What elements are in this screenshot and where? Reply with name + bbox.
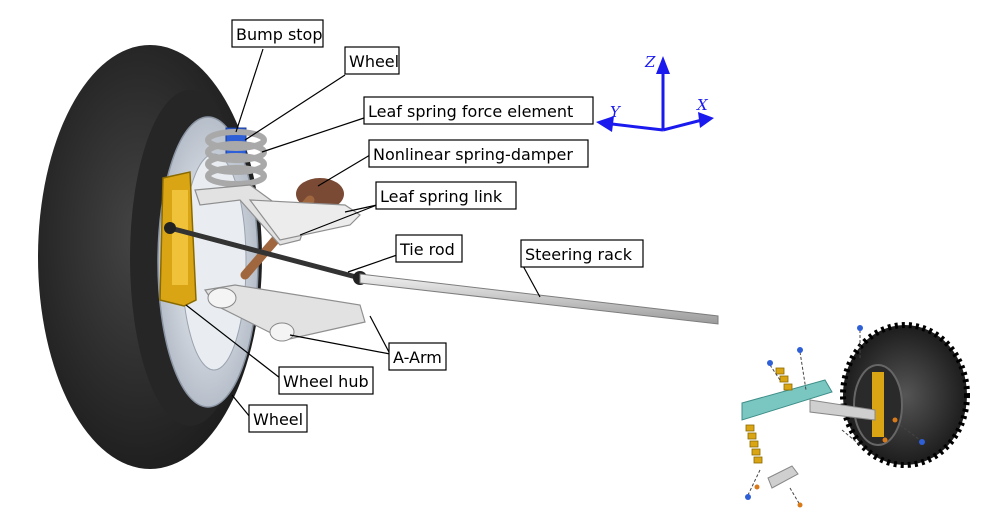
inset-arrow-heads	[745, 325, 925, 500]
label-steering-rack-text: Steering rack	[525, 245, 633, 264]
steering-rack-part	[359, 273, 719, 325]
axis-label-y: Y	[610, 103, 622, 121]
lower-arm-end	[269, 322, 295, 342]
lower-arm	[203, 284, 366, 341]
label-tie-rod: Tie rod	[395, 234, 463, 263]
tie-rod-ball	[164, 222, 176, 234]
inset-hub	[872, 372, 884, 437]
coordinate-axes	[596, 56, 714, 132]
inset-arm-grey	[809, 399, 876, 421]
inset-arm-teal	[741, 379, 833, 421]
inset-springs	[745, 367, 793, 464]
wheel-assembly	[38, 45, 719, 469]
inset-rod	[767, 465, 799, 489]
tie-rod-part	[167, 225, 363, 281]
label-leaf-spring-link: Leaf spring link	[375, 181, 517, 210]
label-bump-stop: Bump stop	[231, 19, 324, 48]
label-tie-rod-text: Tie rod	[399, 240, 455, 259]
axis-label-x: X	[696, 96, 709, 114]
label-wheel-hub-text: Wheel hub	[283, 372, 369, 391]
hub-carrier-face	[172, 190, 188, 285]
lower-arm-bushing	[207, 287, 237, 309]
axis-label-z: Z	[644, 53, 656, 71]
label-nonlinear-spring-damper-text: Nonlinear spring-damper	[373, 145, 573, 164]
upper-arm-link	[248, 199, 361, 241]
label-nonlinear-spring-damper: Nonlinear spring-damper	[368, 139, 589, 168]
label-leaf-spring-force-element-text: Leaf spring force element	[368, 102, 573, 121]
label-wheel-hub: Wheel hub	[278, 366, 374, 395]
inset-orange-points	[754, 417, 898, 508]
label-leaf-spring-link-text: Leaf spring link	[380, 187, 503, 206]
label-steering-rack: Steering rack	[520, 239, 644, 268]
inset-force-arrows	[747, 330, 921, 506]
label-leaf-spring-force-element: Leaf spring force element	[363, 96, 594, 125]
label-wheel-top: Wheel	[344, 46, 400, 75]
leader-lines	[185, 48, 541, 418]
label-bump-stop-text: Bump stop	[236, 25, 323, 44]
label-a-arm-text: A-Arm	[393, 348, 442, 367]
inset-wheel-render	[741, 318, 988, 523]
label-wheel-bottom: Wheel	[248, 404, 308, 433]
label-wheel-top-text: Wheel	[349, 52, 399, 71]
label-a-arm: A-Arm	[388, 342, 447, 371]
label-wheel-bottom-text: Wheel	[253, 410, 303, 429]
